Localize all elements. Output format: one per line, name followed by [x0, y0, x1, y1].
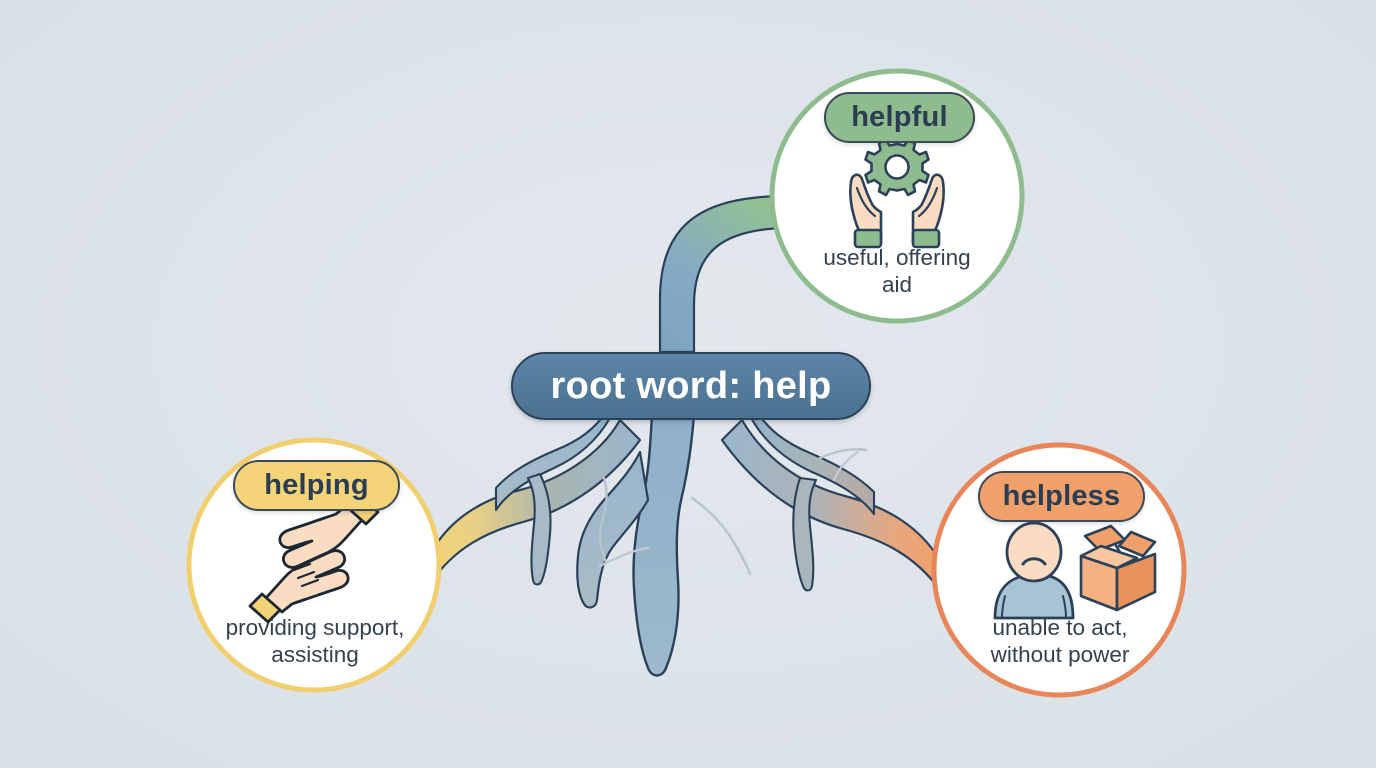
node-helpful-label: helpful	[851, 101, 948, 133]
root-branch-inner-left	[576, 450, 650, 609]
handshake-icon	[248, 494, 380, 624]
node-helping-description: providing support, assisting	[225, 615, 405, 667]
node-helping-pill[interactable]: helping	[233, 460, 400, 511]
root-hair-1	[598, 476, 608, 564]
root-hair-3	[598, 546, 650, 568]
root-hair-2	[690, 496, 752, 576]
hands-holding-gear-icon	[849, 138, 945, 249]
connector-root-helpless	[720, 418, 942, 592]
taproot-center	[632, 412, 696, 677]
node-helpful-pill[interactable]: helpful	[824, 92, 975, 143]
node-helpful-description: useful, offering aid	[823, 245, 971, 297]
root-hair-5	[832, 450, 860, 482]
node-helping-label: helping	[264, 469, 369, 501]
root-arm-right-mid	[748, 408, 876, 516]
node-helpless-description: unable to act, without power	[990, 615, 1130, 667]
sad-person-broken-box-icon	[993, 521, 1157, 620]
root-arm-left-mid	[494, 410, 612, 512]
root-fork-right-outer	[792, 476, 818, 592]
node-helpless-label: helpless	[1002, 480, 1121, 512]
node-helpless-pill[interactable]: helpless	[978, 471, 1145, 522]
root-word-label: root word: help	[550, 364, 832, 407]
root-word-pill[interactable]: root word: help	[511, 352, 871, 420]
root-fork-left-outer	[526, 472, 552, 586]
root-hair-4	[818, 448, 868, 460]
root-system-illustration	[430, 194, 942, 677]
